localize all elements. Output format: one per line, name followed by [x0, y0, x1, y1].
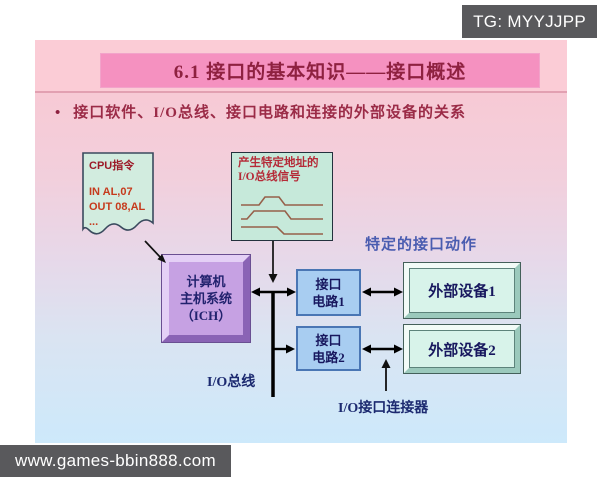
watermark-badge-text: www.games-bbin888.com — [15, 451, 216, 470]
interface1-line2: 电路1 — [312, 293, 345, 309]
interface-circuit-2-box: 接口 电路2 — [296, 326, 361, 371]
bus-signal-box: 产生特定地址的 I/O总线信号 — [231, 152, 333, 241]
note-shape-icon — [82, 152, 154, 235]
host-line1: 计算机 — [186, 274, 226, 289]
slide-title: 6.1 接口的基本知识——接口概述 — [173, 62, 467, 83]
interface1-line1: 接口 — [315, 276, 342, 292]
telegram-badge: TG: MYYJJPP — [462, 5, 597, 38]
bullet-marker: • — [55, 105, 61, 121]
slide-title-box: 6.1 接口的基本知识——接口概述 — [100, 53, 540, 88]
io-connector-label: I/O接口连接器 — [338, 401, 429, 416]
note-code-line: OUT 08,AL — [89, 201, 146, 213]
bullet-line: • 接口软件、I/O总线、接口电路和连接的外部设备的关系 — [55, 102, 555, 124]
note-code-line: ... — [89, 216, 99, 228]
interface2-line1: 接口 — [315, 332, 342, 348]
device2-label: 外部设备2 — [428, 342, 496, 359]
host-line3: （ICH） — [180, 308, 232, 323]
device1-label: 外部设备1 — [428, 284, 496, 300]
interface2-line2: 电路2 — [312, 349, 345, 365]
io-bus-label: I/O总线 — [207, 375, 256, 390]
slide-title-band: 6.1 接口的基本知识——接口概述 — [35, 40, 567, 93]
note-heading: CPU指令 — [89, 160, 135, 172]
slide-canvas: 6.1 接口的基本知识——接口概述 • 接口软件、I/O总线、接口电路和连接的外… — [35, 40, 567, 443]
telegram-badge-text: TG: MYYJJPP — [473, 11, 586, 31]
note-code-line: IN AL,07 — [89, 186, 133, 198]
note-content: CPU指令 IN AL,07 OUT 08,AL ... — [89, 157, 155, 230]
action-label: 特定的接口动作 — [365, 237, 478, 253]
bullet-text: 接口软件、I/O总线、接口电路和连接的外部设备的关系 — [73, 105, 466, 121]
host-system-box: 计算机 主机系统 （ICH） — [161, 254, 251, 343]
waveform-icon — [241, 196, 323, 235]
external-device-1-box: 外部设备1 — [403, 262, 521, 319]
bus-signal-text-line2: I/O总线信号 — [238, 171, 301, 183]
cpu-instruction-note: CPU指令 IN AL,07 OUT 08,AL ... — [81, 151, 156, 242]
interface-circuit-1-box: 接口 电路1 — [296, 269, 361, 316]
bus-signal-text-line1: 产生特定地址的 — [238, 157, 319, 169]
watermark-badge: www.games-bbin888.com — [0, 445, 231, 477]
external-device-2-box: 外部设备2 — [403, 324, 521, 374]
host-line2: 主机系统 — [179, 291, 232, 306]
